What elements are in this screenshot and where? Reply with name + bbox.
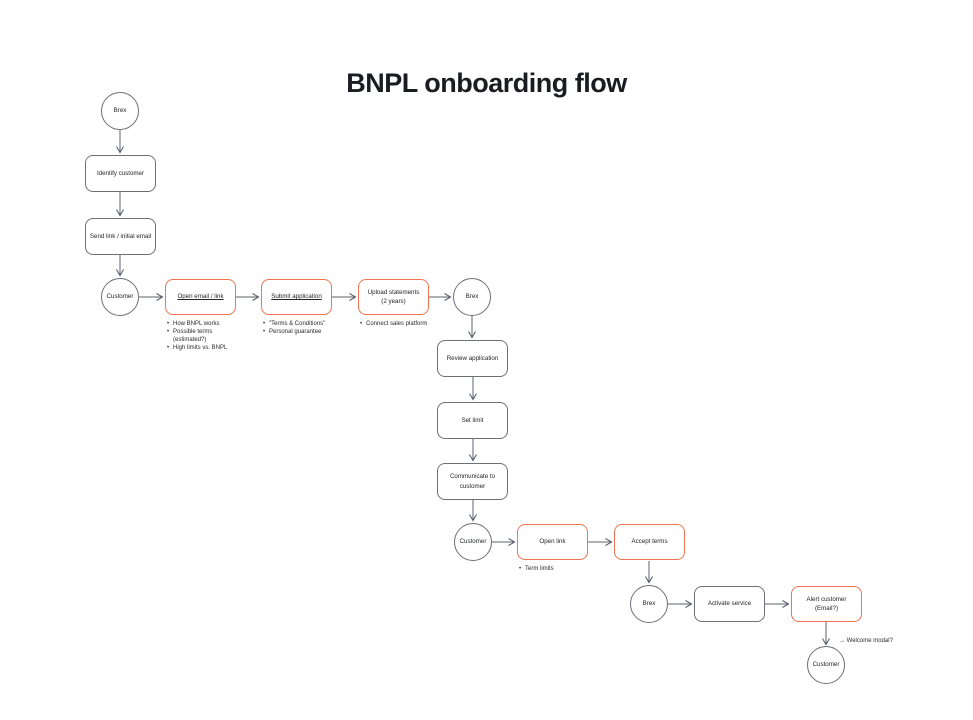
node-customer-1[interactable]: Customer xyxy=(101,278,139,316)
note-bullet: "Terms & Conditions" xyxy=(262,321,332,329)
node-label: Alert customer xyxy=(806,595,847,603)
note-bullet: Personal guarantee xyxy=(262,329,332,337)
node-sublabel: (Email?) xyxy=(814,605,839,612)
note-upload-statements-bullets: Connect sales platform xyxy=(359,321,433,329)
note-open-email-bullets: How BNPL works Possible terms (estimated… xyxy=(166,321,230,353)
node-brex-review[interactable]: Brex xyxy=(453,278,491,316)
node-label: Customer xyxy=(106,293,134,301)
node-communicate-to-customer[interactable]: Communicate to customer xyxy=(437,463,508,500)
node-label: Customer xyxy=(459,538,487,546)
diagram-title: BNPL onboarding flow xyxy=(346,68,627,98)
node-label: Set limit xyxy=(461,416,484,424)
node-accept-terms[interactable]: Accept terms xyxy=(614,524,685,560)
node-label: Accept terms xyxy=(631,538,668,546)
node-identify-customer[interactable]: Identify customer xyxy=(85,155,156,192)
note-submit-application-bullets: "Terms & Conditions" Personal guarantee xyxy=(262,321,332,338)
node-label: Activate service xyxy=(707,600,752,608)
note-bullet: High limits vs. BNPL xyxy=(166,345,230,353)
note-welcome-modal: → Welcome modal? xyxy=(839,638,893,644)
node-label: Send link / initial email xyxy=(89,232,152,240)
node-customer-3[interactable]: Customer xyxy=(807,646,845,684)
node-customer-2[interactable]: Customer xyxy=(454,523,492,561)
node-brex-start[interactable]: Brex xyxy=(101,92,139,130)
node-label: Communicate to customer xyxy=(449,473,496,490)
node-sublabel: (2 years) xyxy=(381,298,406,305)
node-label: Brex xyxy=(113,107,127,115)
node-open-email-link[interactable]: Open email / link xyxy=(165,279,236,315)
node-label: Customer xyxy=(812,661,840,669)
node-upload-statements[interactable]: Upload statements (2 years) xyxy=(358,279,429,315)
node-label: Open email / link xyxy=(177,293,224,301)
node-send-link[interactable]: Send link / initial email xyxy=(85,218,156,255)
node-label: Identify customer xyxy=(96,169,145,177)
note-open-link-bullets: Term limits xyxy=(518,566,578,574)
note-bullet: Possible terms (estimated?) xyxy=(166,329,230,344)
node-label: Open link xyxy=(539,538,566,546)
node-label: Review application xyxy=(446,354,499,362)
node-label: Brex xyxy=(642,600,656,608)
node-submit-application[interactable]: Submit application xyxy=(261,279,332,315)
node-activate-service[interactable]: Activate service xyxy=(694,586,765,622)
note-bullet: Term limits xyxy=(518,566,578,574)
node-set-limit[interactable]: Set limit xyxy=(437,402,508,439)
node-alert-customer[interactable]: Alert customer (Email?) xyxy=(791,586,862,622)
note-bullet: Connect sales platform xyxy=(359,321,433,329)
node-label: Upload statements xyxy=(367,288,420,296)
node-brex-activate[interactable]: Brex xyxy=(630,585,668,623)
node-open-link[interactable]: Open link xyxy=(517,524,588,560)
node-review-application[interactable]: Review application xyxy=(437,340,508,377)
node-label: Submit application xyxy=(271,293,322,301)
node-label: Brex xyxy=(465,293,479,301)
note-bullet: How BNPL works xyxy=(166,321,230,329)
